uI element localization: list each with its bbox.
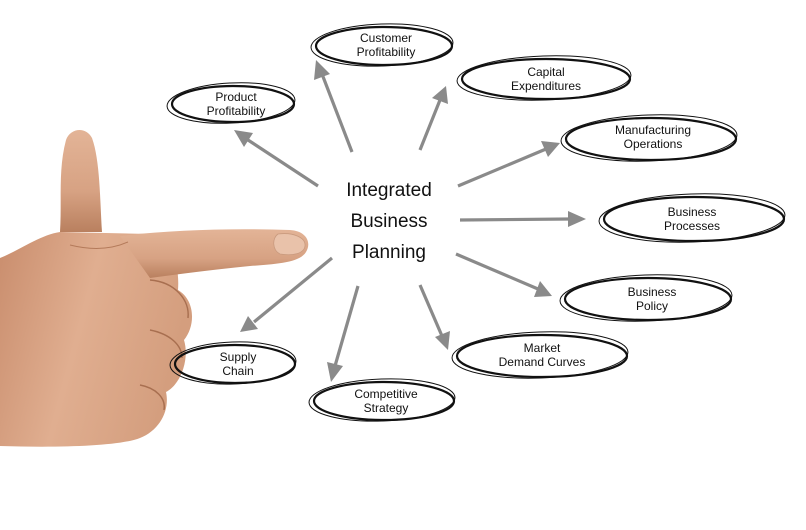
arrow-to-manufacturing-operations — [457, 141, 560, 188]
hand-index-finger — [120, 229, 309, 278]
hand-finger-fold-1 — [149, 279, 189, 319]
node-business-processes-line-1: Business — [668, 205, 717, 219]
arrows — [234, 60, 586, 382]
node-customer-profitability-line-2: Profitability — [357, 45, 416, 59]
node-capital-expenditures-line-1: Capital — [527, 65, 564, 79]
hand-knuckle-line — [69, 241, 129, 249]
node-competitive-strategy-line-1: Competitive — [354, 387, 418, 401]
center-title: Integrated Business Planning — [346, 180, 432, 263]
center-line-2: Business — [350, 211, 427, 232]
node-competitive-strategy: Competitive Strategy — [308, 378, 456, 422]
node-customer-profitability-line-1: Customer — [360, 31, 412, 45]
node-customer-profitability: Customer Profitability — [310, 23, 454, 67]
node-business-policy: Business Policy — [559, 274, 733, 322]
node-market-demand-curves-line-1: Market — [524, 341, 561, 355]
arrow-to-customer-profitability — [314, 60, 354, 153]
node-manufacturing-operations-line-1: Manufacturing — [615, 123, 691, 137]
hand-fingernail — [273, 233, 306, 256]
node-product-profitability-line-1: Product — [215, 90, 257, 104]
arrow-to-business-policy — [455, 252, 552, 297]
node-business-processes-line-2: Processes — [664, 219, 720, 233]
arrow-to-market-demand-curves — [418, 284, 450, 350]
node-business-processes: Business Processes — [598, 193, 786, 243]
node-business-policy-line-1: Business — [628, 285, 677, 299]
pointing-hand-icon — [0, 129, 309, 447]
arrow-to-supply-chain — [240, 256, 334, 332]
hand-palm — [0, 232, 193, 447]
arrow-to-product-profitability — [234, 130, 319, 188]
node-market-demand-curves: Market Demand Curves — [451, 331, 629, 379]
node-business-policy-line-2: Policy — [636, 299, 668, 313]
node-supply-chain-line-2: Chain — [222, 364, 253, 378]
node-product-profitability: Product Profitability — [166, 82, 296, 124]
hand-thumb — [60, 129, 102, 232]
center-line-3: Planning — [352, 242, 426, 263]
node-capital-expenditures: Capital Expenditures — [456, 55, 632, 101]
node-market-demand-curves-line-2: Demand Curves — [499, 355, 586, 369]
node-supply-chain-line-1: Supply — [220, 350, 257, 364]
node-capital-expenditures-line-2: Expenditures — [511, 79, 581, 93]
arrow-to-business-processes — [459, 211, 586, 227]
node-competitive-strategy-line-2: Strategy — [364, 401, 409, 415]
arrow-to-competitive-strategy — [327, 285, 360, 382]
arrow-to-capital-expenditures — [418, 86, 448, 151]
hand-finger-fold-3 — [139, 384, 165, 411]
center-line-1: Integrated — [346, 180, 432, 201]
node-manufacturing-operations: Manufacturing Operations — [560, 114, 738, 162]
node-manufacturing-operations-line-2: Operations — [624, 137, 683, 151]
node-product-profitability-line-2: Profitability — [207, 104, 266, 118]
node-supply-chain: Supply Chain — [169, 341, 297, 385]
